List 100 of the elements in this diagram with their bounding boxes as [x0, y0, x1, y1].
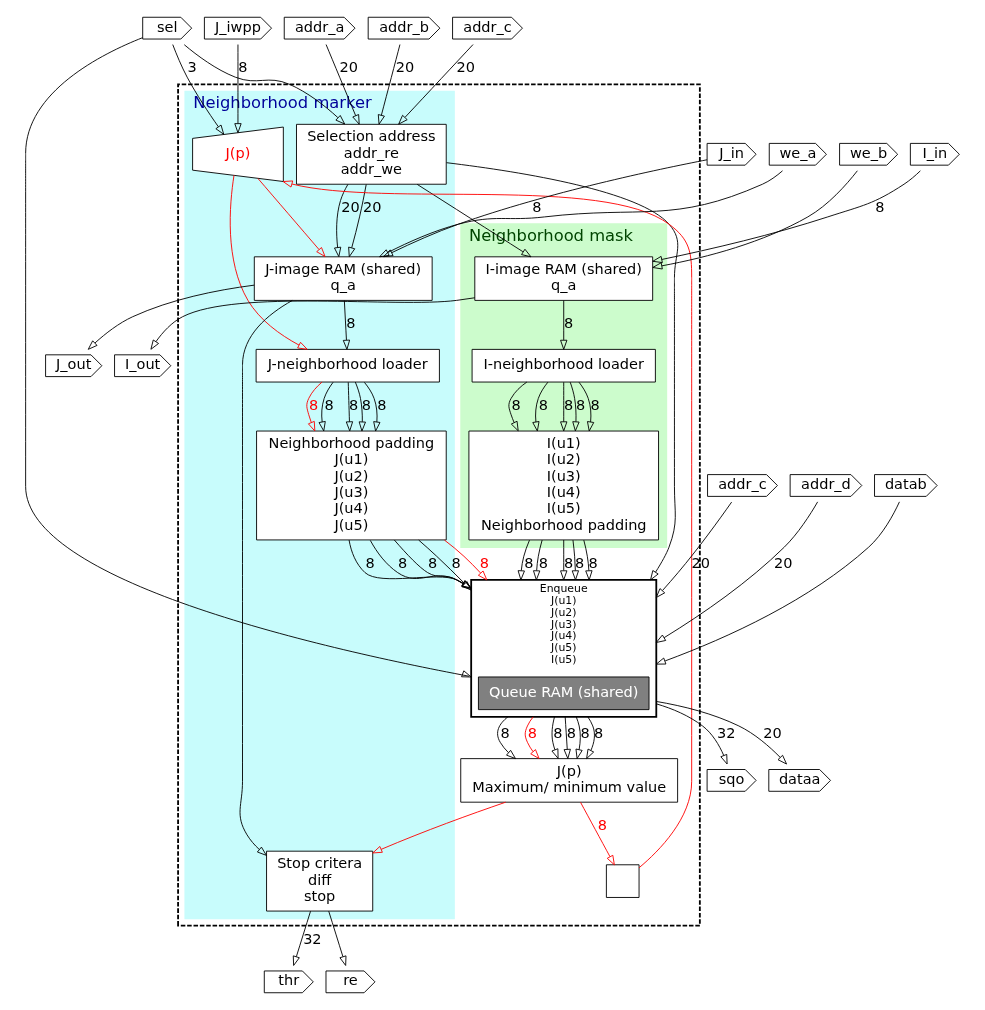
arrow — [569, 381, 580, 432]
edge-label: 8 — [361, 396, 371, 413]
arrow — [580, 801, 615, 866]
arrow — [354, 381, 366, 432]
edge-label: 20 — [763, 724, 782, 741]
arrow — [655, 703, 728, 765]
node-box: Queue RAM (shared) — [477, 676, 650, 711]
edge-label: 20 — [691, 554, 710, 571]
arrow — [348, 184, 367, 258]
arrow — [229, 174, 308, 350]
node-box: J(p) Maximum/ minimum value — [460, 758, 679, 803]
node-box: I-image RAM (shared) q_a — [474, 256, 654, 301]
arrow — [560, 381, 568, 432]
arrow — [172, 44, 225, 135]
arrow — [328, 910, 347, 966]
node-box: Selection address addr_re addr_we — [296, 123, 447, 185]
edge-label: 8 — [538, 554, 548, 571]
edge-label: 20 — [341, 199, 360, 216]
arrow — [578, 381, 595, 432]
arrow — [575, 716, 583, 759]
edge-label: 8 — [238, 59, 248, 76]
arrow — [372, 801, 507, 854]
edge-label: 8 — [553, 724, 563, 741]
arrow — [377, 44, 401, 125]
arrow — [443, 539, 488, 581]
arrow — [282, 180, 693, 869]
arrow — [257, 178, 326, 257]
arrow — [497, 716, 516, 760]
arrow — [655, 501, 819, 643]
edge-label: 8 — [427, 554, 438, 571]
node-box: J-image RAM (shared) q_a — [253, 256, 433, 301]
edge-label: 20 — [363, 199, 382, 216]
edge-label: 32 — [303, 931, 322, 948]
edge-label: 8 — [564, 315, 574, 332]
node-box: I-neighborhood loader — [471, 348, 656, 383]
edge-label: 8 — [597, 817, 607, 834]
edge-label: 8 — [532, 199, 542, 216]
arrow — [239, 300, 293, 856]
arrow — [398, 44, 474, 125]
edge-label: 8 — [324, 396, 334, 413]
edge-label: 8 — [309, 396, 319, 413]
arrow — [532, 381, 549, 432]
edge-label: 20 — [456, 59, 475, 76]
edge-label: 8 — [346, 315, 356, 332]
node-box: J-neighborhood loader — [255, 348, 440, 383]
arrow — [334, 183, 349, 258]
arrow — [655, 701, 787, 765]
node-box — [605, 864, 640, 898]
edge-label: 8 — [500, 724, 510, 741]
edge-label: 8 — [511, 396, 521, 413]
edge-label: 8 — [590, 396, 600, 413]
arrow — [586, 716, 595, 760]
arrow — [533, 539, 543, 581]
arrow — [508, 381, 528, 432]
arrow — [418, 539, 472, 591]
edge-label: 8 — [524, 554, 534, 571]
node-box: I(u1) I(u2) I(u3) I(u4) I(u5) Neighborhood padding — [468, 430, 659, 541]
edge-label: 8 — [564, 396, 574, 413]
arrow — [345, 381, 354, 432]
edge-label: 8 — [365, 554, 375, 571]
arrow — [551, 716, 559, 759]
arrow — [369, 539, 472, 589]
edge-label: 20 — [339, 59, 358, 76]
edge-label: 8 — [377, 396, 387, 413]
edge-label: 32 — [716, 724, 736, 741]
edge-label: 8 — [527, 724, 538, 741]
edge-label: 3 — [187, 59, 197, 76]
arrow — [446, 162, 679, 581]
edge-label: 8 — [538, 396, 548, 413]
edge-label: 8 — [398, 554, 408, 571]
edge-label: 8 — [566, 724, 577, 741]
arrow — [563, 716, 571, 759]
arrow — [517, 539, 530, 581]
arrow — [524, 716, 540, 759]
arrow — [87, 284, 255, 350]
edge-label: 20 — [774, 554, 793, 571]
arrow — [652, 170, 858, 270]
arrow — [379, 170, 783, 258]
edge-label: 8 — [588, 554, 598, 571]
arrow — [306, 381, 323, 432]
node-box: Neighborhood padding J(u1) J(u2) J(u3) J(u4) J(u5) — [256, 430, 447, 541]
edge-label: 8 — [564, 554, 574, 571]
edge-label: 8 — [575, 554, 585, 571]
node-box: Stop critera diff stop — [266, 850, 374, 912]
arrow — [560, 300, 568, 350]
arrow — [150, 297, 476, 350]
arrow — [655, 501, 733, 598]
edge-label: 8 — [349, 396, 359, 413]
arrow — [318, 381, 334, 432]
arrow — [560, 539, 568, 581]
edge-label: 20 — [395, 59, 415, 76]
arrow — [383, 159, 708, 258]
arrow — [571, 539, 579, 581]
edge-label: 8 — [580, 724, 590, 741]
arrow — [393, 539, 472, 590]
arrow — [234, 44, 242, 134]
edge-label: 8 — [875, 199, 885, 216]
arrow — [583, 539, 593, 581]
arrow — [363, 381, 381, 432]
arrow — [342, 300, 351, 350]
